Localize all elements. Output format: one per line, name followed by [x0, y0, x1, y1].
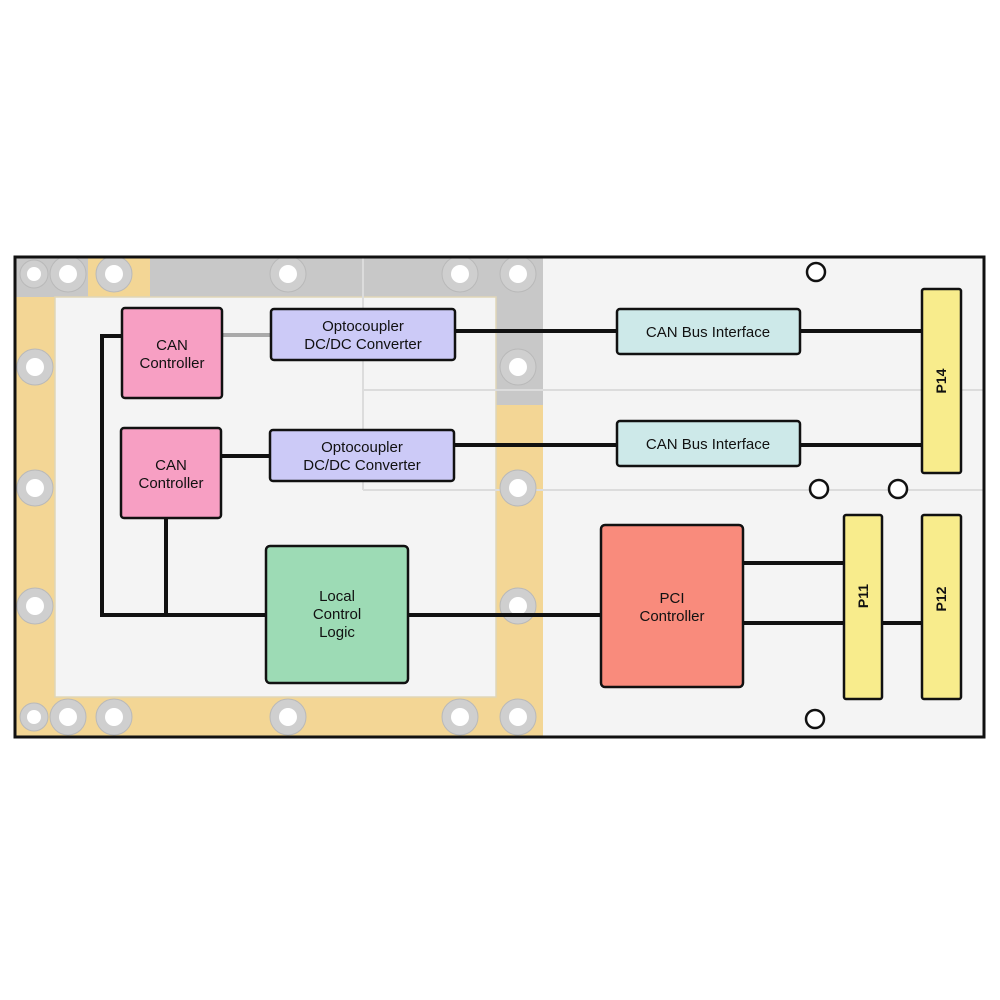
connector-p12-box	[920, 513, 963, 701]
optocoupler-2-label-line1: Optocoupler	[321, 439, 403, 456]
standoff-hole	[26, 597, 44, 615]
frame-top-gray-right	[150, 257, 543, 297]
mounting-hole	[804, 708, 826, 730]
pci-controller-label-line2: Controller	[639, 608, 704, 625]
can-controller-2-label-line1: CAN	[155, 457, 187, 474]
can-bus-interface-1-box	[615, 307, 802, 356]
standoff-hole	[105, 708, 123, 726]
connector-p11-box	[842, 513, 884, 701]
connector-p14-box	[920, 287, 963, 475]
can-controller-2: CAN Controller	[119, 426, 223, 520]
can-bus-interface-2-label: CAN Bus Interface	[646, 436, 770, 453]
optocoupler-1-label-line1: Optocoupler	[322, 318, 404, 335]
standoff-hole	[279, 265, 297, 283]
connector-p12-label: P12	[933, 586, 949, 611]
local-control-logic-box	[264, 544, 410, 685]
wire-ctrl1-bus	[100, 334, 266, 617]
standoff-hole	[509, 597, 527, 615]
can-bus-interface-2-box	[615, 419, 802, 468]
board-outline	[13, 255, 986, 739]
mounting-holes	[804, 261, 909, 730]
can-controller-1-label-line1: CAN	[156, 337, 188, 354]
connector-p14-label: P14	[933, 368, 949, 393]
standoff-hole	[509, 358, 527, 376]
pci-controller-box	[599, 523, 745, 689]
mounting-hole	[887, 478, 909, 500]
standoff-hole	[509, 479, 527, 497]
local-control-logic-label-line1: Local	[319, 588, 355, 605]
can-bus-interface-2: CAN Bus Interface	[615, 419, 802, 468]
optocoupler-1: Optocoupler DC/DC Converter	[269, 307, 457, 362]
standoff-hole	[59, 265, 77, 283]
optocoupler-1-box	[269, 307, 457, 362]
optocoupler-2-label-line2: DC/DC Converter	[303, 457, 421, 474]
can-controller-2-label-line2: Controller	[138, 475, 203, 492]
can-controller-1-label-line2: Controller	[139, 355, 204, 372]
connector-p14: P14	[920, 287, 963, 475]
standoffs	[16, 255, 537, 736]
frame-right-strip	[496, 405, 543, 737]
standoff-hole	[451, 708, 469, 726]
standoff-hole	[105, 265, 123, 283]
can-controller-1-box	[120, 306, 224, 400]
pci-controller: PCI Controller	[599, 523, 745, 689]
connector-p11: P11	[842, 513, 884, 701]
standoff-hole	[279, 708, 297, 726]
optocoupler-2: Optocoupler DC/DC Converter	[268, 428, 456, 483]
connector-p11-label: P11	[855, 584, 871, 608]
local-control-logic: Local Control Logic	[264, 544, 410, 685]
standoff-hole	[27, 267, 41, 281]
mounting-hole	[808, 478, 830, 500]
standoff-hole	[509, 708, 527, 726]
standoff-hole	[27, 710, 41, 724]
pci-controller-label-line1: PCI	[659, 590, 684, 607]
frame-inner-outline	[54, 296, 497, 698]
standoff-hole	[451, 265, 469, 283]
standoff-hole	[26, 358, 44, 376]
can-bus-interface-1-label: CAN Bus Interface	[646, 324, 770, 341]
can-bus-interface-1: CAN Bus Interface	[615, 307, 802, 356]
standoff-hole	[509, 265, 527, 283]
standoff-hole	[26, 479, 44, 497]
can-controller-2-box	[119, 426, 223, 520]
local-control-logic-label-line2: Control	[313, 606, 361, 623]
mounting-hole	[805, 261, 827, 283]
connector-p12: P12	[920, 513, 963, 701]
optocoupler-1-label-line2: DC/DC Converter	[304, 336, 422, 353]
local-control-logic-label-line3: Logic	[319, 624, 355, 641]
can-controller-1: CAN Controller	[120, 306, 224, 400]
standoff-hole	[59, 708, 77, 726]
optocoupler-2-box	[268, 428, 456, 483]
wires	[100, 329, 922, 625]
